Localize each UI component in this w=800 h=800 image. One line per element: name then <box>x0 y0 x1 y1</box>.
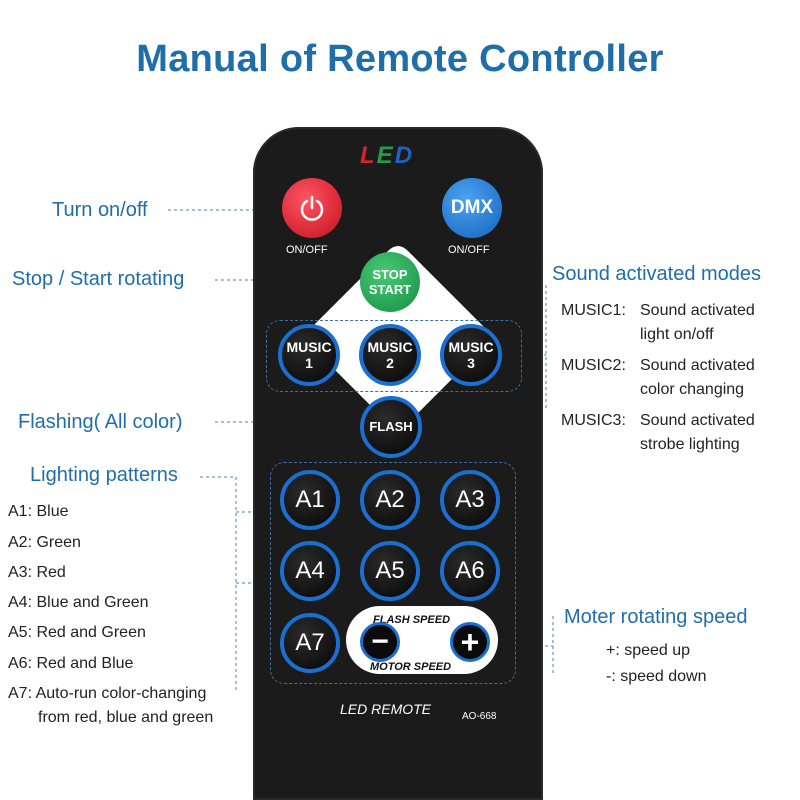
callout-lighting: Lighting patterns <box>30 464 178 486</box>
dmx-label: ON/OFF <box>448 244 490 256</box>
stop-start-button[interactable]: STOP START <box>360 252 420 312</box>
motor-speed-label: MOTOR SPEED <box>370 661 452 673</box>
speed-note: -: speed down <box>606 668 707 685</box>
speed-up-button[interactable]: + <box>450 622 490 662</box>
a3-button[interactable]: A3 <box>440 470 500 530</box>
a1-button[interactable]: A1 <box>280 470 340 530</box>
lighting-note: A7: Auto-run color-changing <box>8 685 207 702</box>
lighting-note: A2: Green <box>8 534 81 551</box>
callout-power: Turn on/off <box>52 199 148 221</box>
sound-note-line1: Sound activated <box>640 412 755 429</box>
lighting-group-outline <box>270 462 516 684</box>
flash-button[interactable]: FLASH <box>360 396 422 458</box>
callout-flash: Flashing( All color) <box>18 411 183 433</box>
flash-speed-label: FLASH SPEED <box>373 614 451 626</box>
lighting-note: A6: Red and Blue <box>8 655 134 672</box>
sound-note-line1: Sound activated <box>640 357 755 374</box>
page-title: Manual of Remote Controller <box>136 38 664 80</box>
power-icon <box>300 195 324 221</box>
music-group-outline <box>266 320 522 392</box>
callout-motor: Moter rotating speed <box>564 606 748 628</box>
a2-button[interactable]: A2 <box>360 470 420 530</box>
lighting-note: A4: Blue and Green <box>8 594 149 611</box>
callout-stop: Stop / Start rotating <box>12 268 185 290</box>
led-logo: LED <box>360 142 415 169</box>
a7-button[interactable]: A7 <box>280 613 340 673</box>
sound-note-line2: strobe lighting <box>640 436 740 453</box>
a4-button[interactable]: A4 <box>280 541 340 601</box>
model-number: AO-668 <box>462 711 497 722</box>
lighting-note: A1: Blue <box>8 503 69 520</box>
sound-note-line2: color changing <box>640 381 745 398</box>
lighting-note: A5: Red and Green <box>8 624 146 641</box>
sound-note-line1: Sound activated <box>640 302 755 319</box>
power-label: ON/OFF <box>286 244 328 256</box>
speed-note: +: speed up <box>606 642 691 659</box>
sound-note-line2: light on/off <box>640 326 714 343</box>
remote-body <box>253 127 543 800</box>
sound-note-key: MUSIC2: <box>561 357 626 374</box>
dmx-button[interactable]: DMX <box>442 178 502 238</box>
sound-note-key: MUSIC3: <box>561 412 626 429</box>
speed-down-button[interactable]: − <box>360 622 400 662</box>
callout-sound: Sound activated modes <box>552 263 762 285</box>
a6-button[interactable]: A6 <box>440 541 500 601</box>
power-button[interactable] <box>282 178 342 238</box>
a5-button[interactable]: A5 <box>360 541 420 601</box>
sound-note-key: MUSIC1: <box>561 302 626 319</box>
lighting-note: A3: Red <box>8 564 66 581</box>
lighting-note: from red, blue and green <box>38 709 214 726</box>
remote-footer-label: LED REMOTE <box>340 701 432 717</box>
